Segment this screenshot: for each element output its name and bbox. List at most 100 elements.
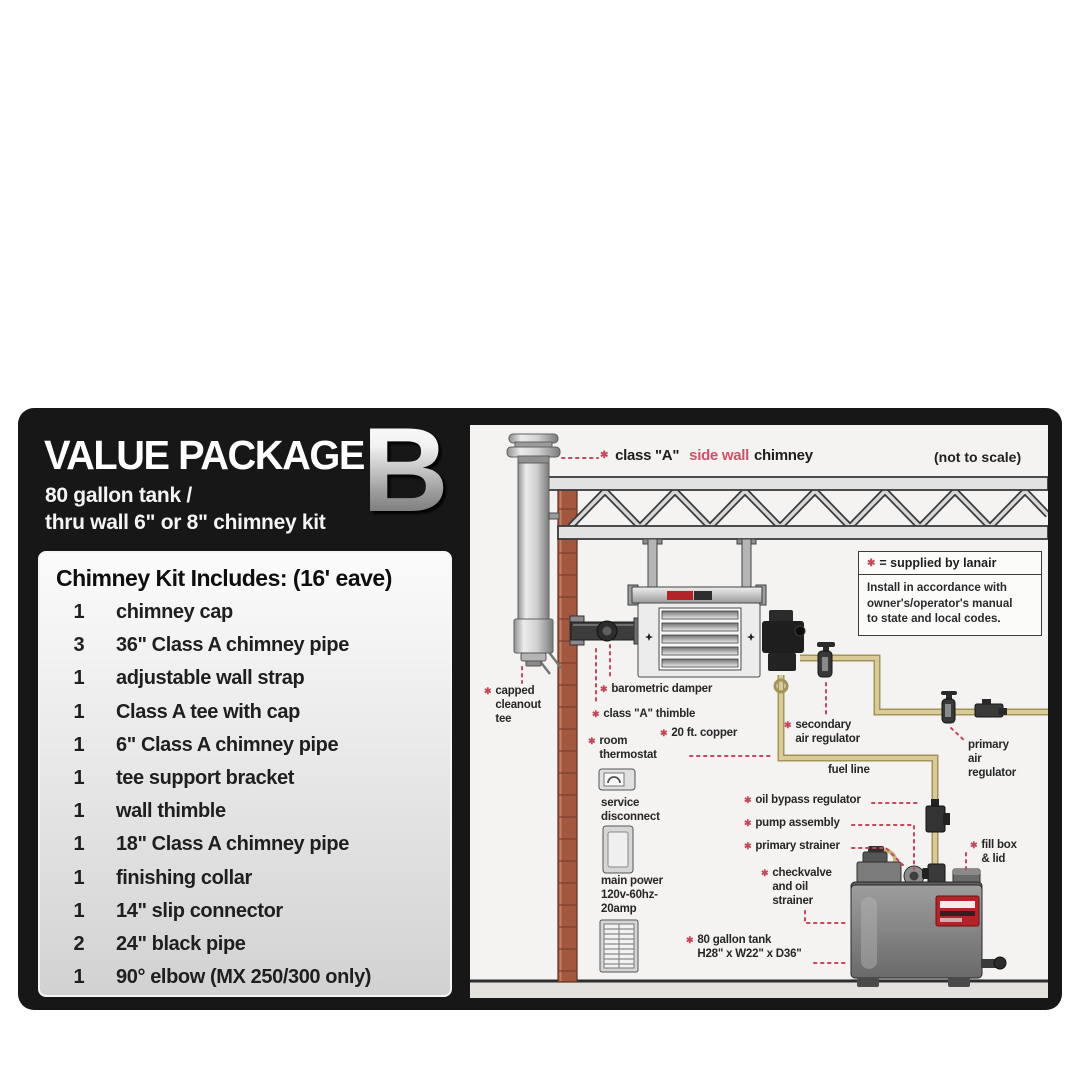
not-to-scale-note: (not to scale) <box>934 449 1022 465</box>
supplied-asterisk: ✱ <box>600 449 609 461</box>
supplied-asterisk: ✱ <box>484 686 492 696</box>
item-qty: 1 <box>73 733 85 756</box>
kit-list-row: 1 90° elbow (MX 250/300 only) <box>56 961 434 994</box>
item-name: 36" Class A chimney pipe <box>116 634 349 657</box>
subtitle-line-2: thru wall 6" or 8" chimney kit <box>45 511 326 534</box>
item-qty: 1 <box>73 601 85 624</box>
item-qty: 1 <box>73 833 85 856</box>
item-name: chimney cap <box>116 601 233 624</box>
value-package-card: VALUE PACKAGE B 80 gallon tank / thru wa… <box>18 408 1062 1010</box>
supplied-asterisk: ✱ <box>686 935 694 945</box>
label-fill-box: ✱fill box & lid <box>970 839 1017 865</box>
item-name: Class A tee with cap <box>116 700 300 723</box>
kit-list-row: 1 14" slip connector <box>56 895 434 928</box>
item-name: wall thimble <box>116 800 226 823</box>
kit-list-row: 1 Class A tee with cap <box>56 696 434 729</box>
kit-list-row: 1 6" Class A chimney pipe <box>56 729 434 762</box>
label-capped-cleanout-tee: ✱capped cleanout tee <box>484 685 542 725</box>
item-name: 24" black pipe <box>116 932 246 955</box>
supplied-asterisk: ✱ <box>588 736 596 746</box>
kit-list-row: 1 finishing collar <box>56 862 434 895</box>
label-80-gallon-tank: ✱80 gallon tank H28" x W22" x D36" <box>686 934 802 960</box>
kit-list-row: 1 tee support bracket <box>56 762 434 795</box>
item-qty: 1 <box>73 866 85 889</box>
kit-list-row: 2 24" black pipe <box>56 928 434 961</box>
item-qty: 1 <box>73 667 85 690</box>
legend-box: ✱= supplied by lanair Install in accorda… <box>858 551 1042 636</box>
supplied-asterisk: ✱ <box>970 840 978 850</box>
item-name: 18" Class A chimney pipe <box>116 833 349 856</box>
kit-list-row: 3 36" Class A chimney pipe <box>56 629 434 662</box>
item-name: 6" Class A chimney pipe <box>116 733 339 756</box>
kit-list-row: 1 18" Class A chimney pipe <box>56 828 434 861</box>
item-qty: 1 <box>73 899 85 922</box>
legend-body: Install in accordance with owner's/opera… <box>867 582 1013 626</box>
supplied-asterisk: ✱ <box>784 720 792 730</box>
top-label-prefix: class "A" <box>615 447 680 464</box>
label-20ft-copper: ✱20 ft. copper <box>660 727 738 739</box>
item-qty: 3 <box>73 634 85 657</box>
page-title: VALUE PACKAGE <box>44 432 365 478</box>
secondary-air-regulator-valve <box>817 642 835 678</box>
item-qty: 1 <box>73 767 85 790</box>
supplied-asterisk: ✱ <box>592 709 600 719</box>
item-name: 14" slip connector <box>116 899 283 922</box>
label-barometric-damper: ✱barometric damper <box>600 683 713 695</box>
supplied-asterisk: ✱ <box>867 557 876 569</box>
kit-list-row: 1 chimney cap <box>56 596 434 629</box>
chimney-stack <box>506 433 562 675</box>
subtitle-line-1: 80 gallon tank / <box>45 484 192 507</box>
item-qty: 1 <box>73 966 85 989</box>
service-disconnect-icon <box>602 825 634 874</box>
leader-lines <box>521 457 967 964</box>
label-service-disconnect: service disconnect <box>601 797 660 823</box>
chimney-kit-list: Chimney Kit Includes: (16' eave) 1 chimne… <box>38 551 452 997</box>
legend-title: ✱= supplied by lanair <box>859 552 1041 575</box>
heater-logo <box>667 591 693 600</box>
supplied-asterisk: ✱ <box>600 684 608 694</box>
label-fuel-line: fuel line <box>828 764 870 776</box>
item-qty: 2 <box>73 932 85 955</box>
supplied-asterisk: ✱ <box>660 728 668 738</box>
oil-tank <box>850 846 1007 987</box>
label-primary-air-regulator: primary air regulator <box>968 739 1017 779</box>
label-primary-strainer: ✱primary strainer <box>744 840 840 852</box>
supplied-asterisk: ✱ <box>761 868 769 878</box>
roof-truss <box>544 476 1048 540</box>
label-secondary-air-regulator: ✱secondary air regulator <box>784 719 860 745</box>
hanger-rods <box>642 538 757 590</box>
label-pump-assembly: ✱pump assembly <box>744 817 840 829</box>
left-panel: VALUE PACKAGE B 80 gallon tank / thru wa… <box>18 408 470 1010</box>
item-name: finishing collar <box>116 866 252 889</box>
top-label-suffix: chimney <box>753 447 813 464</box>
package-letter: B <box>362 403 449 537</box>
supplied-asterisk: ✱ <box>744 818 752 828</box>
kit-list-row: 1 wall thimble <box>56 795 434 828</box>
burner-assembly <box>762 610 806 694</box>
item-qty: 1 <box>73 800 85 823</box>
top-label-highlight: side wall <box>689 447 749 464</box>
label-class-a-thimble: ✱class "A" thimble <box>592 708 696 720</box>
oil-bypass-regulator-part <box>925 799 950 833</box>
item-name: tee support bracket <box>116 767 295 790</box>
primary-air-regulator-valve <box>941 691 1007 724</box>
supplied-asterisk: ✱ <box>744 795 752 805</box>
brick-wall <box>557 486 578 983</box>
thermostat-icon <box>598 768 636 791</box>
label-oil-bypass-regulator: ✱oil bypass regulator <box>744 794 861 806</box>
diagram-drawing <box>470 433 1048 998</box>
supplied-asterisk: ✱ <box>744 841 752 851</box>
heater-unit <box>627 584 767 678</box>
item-qty: 1 <box>73 700 85 723</box>
item-name: 90° elbow (MX 250/300 only) <box>116 966 372 989</box>
kit-list-heading: Chimney Kit Includes: (16' eave) <box>56 565 392 591</box>
label-main-power: main power 120v-60hz- 20amp <box>601 875 663 915</box>
label-room-thermostat: ✱room thermostat <box>588 735 657 761</box>
breaker-panel-icon <box>599 919 639 973</box>
flue-pipe <box>569 615 644 646</box>
label-checkvalve: ✱checkvalve and oil strainer <box>761 867 832 907</box>
